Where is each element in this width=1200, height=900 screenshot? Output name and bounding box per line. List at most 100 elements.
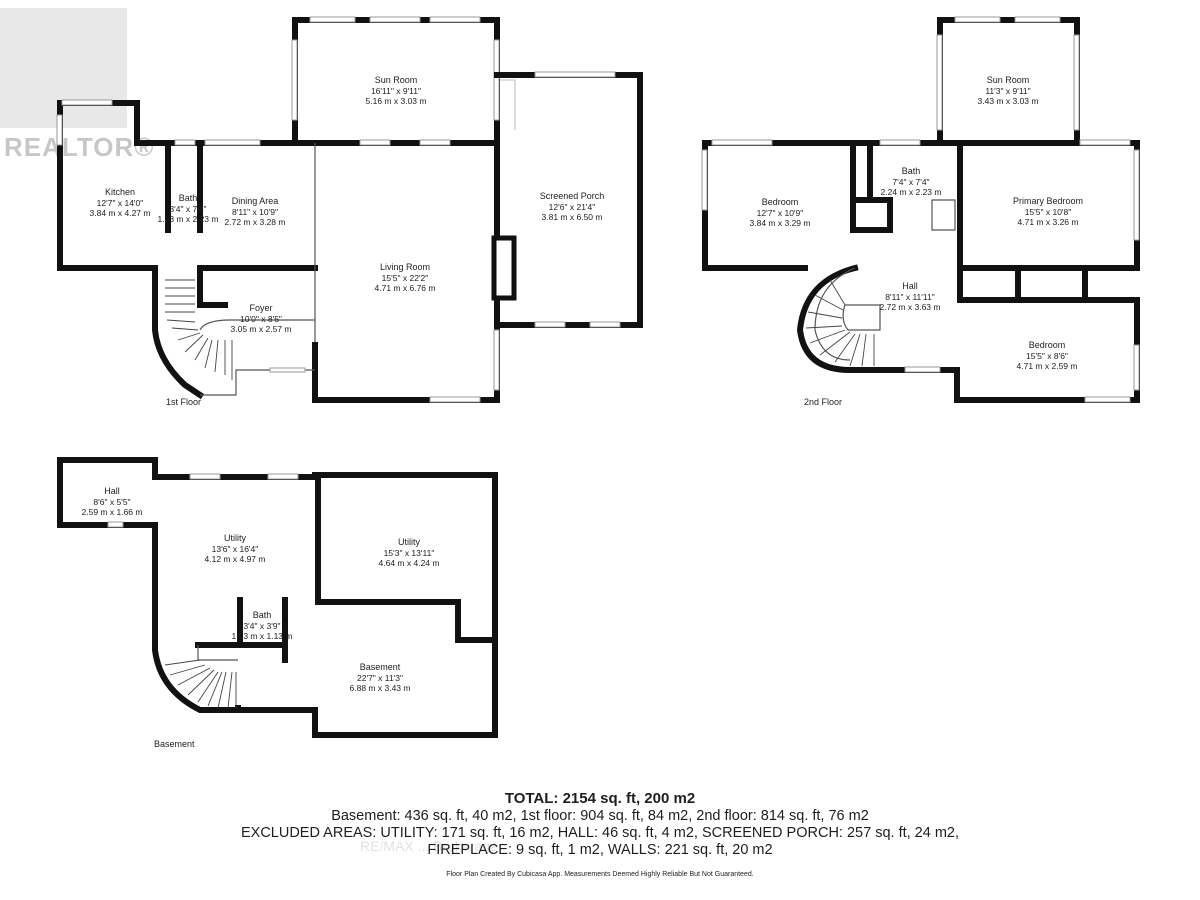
stair-curved-wall (152, 265, 205, 400)
room-imperial: 3'4" x 3'9" (243, 620, 281, 631)
f2-bedroom2-side-window (1133, 344, 1140, 391)
kitchen-side-window (56, 114, 63, 146)
sunroom-window-2 (369, 16, 421, 23)
room-imperial: 13'6" x 16'4" (211, 543, 259, 554)
room-name: Hall (902, 281, 918, 291)
f2-closet-wall (850, 140, 893, 233)
room-metric: 3.05 m x 2.57 m (230, 324, 292, 334)
room-label-b-bath: Bath 3'4" x 3'9" 1.03 m x 1.13 m (232, 610, 293, 642)
room-imperial: 3'4" x 7'4" (169, 203, 207, 214)
room-name: Bath (901, 166, 921, 176)
room-imperial: 16'11" x 9'11" (370, 85, 422, 96)
porch-window-bottom-1 (534, 321, 566, 328)
room-label-f2-hall: Hall 8'11" x 11'11" 2.72 m x 3.63 m (880, 281, 941, 313)
room-label-f1-porch: Screened Porch 12'6" x 21'4" 3.81 m x 6.… (540, 191, 605, 223)
f2-sunroom-window-2 (1014, 16, 1061, 23)
basement-stairs (164, 659, 237, 709)
room-metric: 4.71 m x 3.26 m (1017, 217, 1079, 227)
dining-window (204, 139, 261, 146)
room-name: Foyer (249, 303, 273, 313)
foyer-lower-wall (200, 369, 315, 396)
room-metric: 1.03 m x 2.23 m (157, 214, 219, 224)
f2-sunroom-window-left (936, 34, 943, 131)
room-metric: 3.84 m x 3.29 m (749, 218, 811, 228)
room-metric: 2.72 m x 3.28 m (224, 217, 286, 227)
room-name: Bath (252, 610, 272, 620)
kitchen-wall (57, 100, 171, 146)
foyer-closet-wall (197, 265, 228, 308)
basement-window-2 (267, 473, 299, 480)
room-imperial: 15'3" x 13'11" (383, 547, 435, 558)
room-metric: 1.03 m x 1.13 m (231, 631, 293, 641)
excluded-areas-continued: FIREPLACE: 9 sq. ft, 1 m2, WALLS: 221 sq… (427, 842, 773, 858)
f2-primary-window (1079, 139, 1131, 146)
fireplace (491, 235, 517, 301)
room-label-f1-living: Living Room 15'5" x 22'2" 4.71 m x 6.76 … (375, 262, 436, 294)
room-imperial: 7'4" x 7'4" (892, 176, 930, 187)
sunroom-window-1 (309, 16, 356, 23)
f2-hall-window (904, 366, 941, 373)
porch-door (500, 79, 516, 130)
sunroom-window-right (493, 39, 500, 121)
stair-rail (199, 319, 315, 331)
room-metric: 3.81 m x 6.50 m (541, 212, 603, 222)
first-floor-stairs (165, 279, 233, 380)
basement-window-1 (189, 473, 221, 480)
room-label-f2-sunroom: Sun Room 11'3" x 9'11" 3.43 m x 3.03 m (978, 75, 1039, 107)
room-label-b-utility1: Utility 13'6" x 16'4" 4.12 m x 4.97 m (205, 533, 266, 565)
basement-hall-window (107, 521, 124, 528)
foyer-window (269, 367, 306, 373)
room-metric: 2.72 m x 3.63 m (879, 302, 941, 312)
room-imperial: 8'11" x 11'11" (885, 291, 935, 302)
f2-sunroom-window-1 (954, 16, 1001, 23)
room-name: Sun Room (986, 75, 1030, 85)
f2-stair-inner (814, 267, 856, 361)
f2-bath-window (879, 139, 921, 146)
floor-label-basement: Basement (154, 739, 195, 749)
porch-window-top (534, 71, 616, 78)
first-floor-plan (56, 16, 643, 403)
f2-closet-dividers (1015, 265, 1088, 303)
room-label-f2-bath: Bath 7'4" x 7'4" 2.24 m x 2.23 m (881, 166, 942, 198)
room-label-f2-bedroom2: Bedroom 15'5" x 8'6" 4.71 m x 2.59 m (1017, 340, 1078, 372)
room-imperial: 8'11" x 10'9" (231, 206, 278, 217)
room-metric: 2.59 m x 1.66 m (81, 507, 143, 517)
room-metric: 5.16 m x 3.03 m (365, 96, 427, 106)
room-name: Utility (397, 537, 420, 547)
room-name: Utility (223, 533, 246, 543)
f2-lower-wall (882, 265, 1140, 403)
room-name: Bedroom (1028, 340, 1066, 350)
bath-window (174, 139, 196, 146)
room-name: Kitchen (104, 187, 136, 197)
second-floor-plan (701, 16, 1140, 403)
f2-stair-landing (842, 304, 881, 331)
floor-label-first: 1st Floor (166, 397, 202, 407)
basement-stair-curve (152, 522, 241, 713)
room-name: Screened Porch (539, 191, 605, 201)
basement-bath-lower (195, 642, 288, 663)
brokerage-watermark: RE/MAX ... Brokerage (360, 838, 498, 854)
room-metric: 4.71 m x 2.59 m (1016, 361, 1078, 371)
room-label-f2-primary: Primary Bedroom 15'5" x 10'8" 4.71 m x 3… (1013, 196, 1083, 228)
porch-window-bottom-2 (589, 321, 621, 328)
room-label-f1-dining: Dining Area 8'11" x 10'9" 2.72 m x 3.28 … (225, 196, 286, 228)
basement-plan (57, 457, 498, 738)
excluded-areas: EXCLUDED AREAS: UTILITY: 171 sq. ft, 16 … (240, 825, 960, 841)
sunroom-door (359, 139, 391, 146)
room-name: Bath (178, 193, 198, 203)
room-metric: 3.43 m x 3.03 m (977, 96, 1039, 106)
room-label-b-hall: Hall 8'6" x 5'5" 2.59 m x 1.66 m (82, 486, 143, 518)
floor-areas: Basement: 436 sq. ft, 40 m2, 1st floor: … (331, 808, 869, 824)
room-label-f1-kitchen: Kitchen 12'7" x 14'0" 3.84 m x 4.27 m (90, 187, 151, 219)
room-imperial: 22'7" x 11'3" (356, 672, 403, 683)
area-totals: TOTAL: 2154 sq. ft, 200 m2 Basement: 436… (0, 790, 1200, 859)
room-name: Dining Area (231, 196, 279, 206)
f2-primary-side-window (1133, 149, 1140, 241)
realtor-r-mark (0, 8, 127, 128)
room-label-f1-bath: Bath 3'4" x 7'4" 1.03 m x 2.23 m (158, 193, 219, 225)
sunroom-door-2 (419, 139, 451, 146)
room-name: Sun Room (374, 75, 418, 85)
room-label-b-basement: Basement 22'7" x 11'3" 6.88 m x 3.43 m (350, 662, 411, 694)
sunroom-window-3 (429, 16, 481, 23)
